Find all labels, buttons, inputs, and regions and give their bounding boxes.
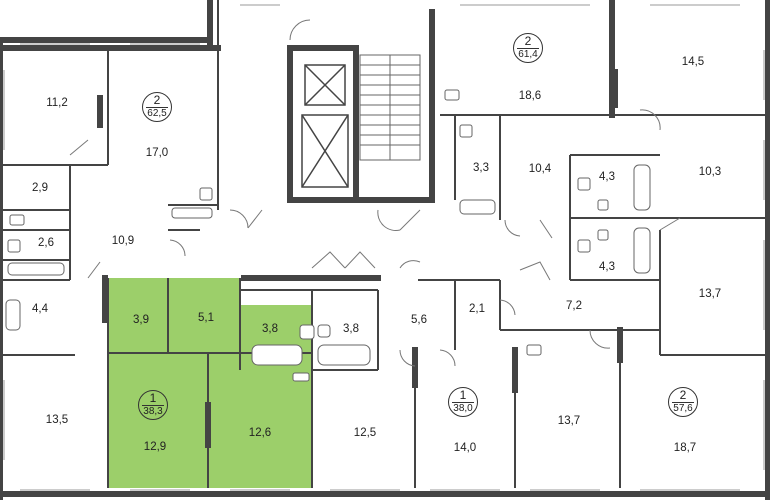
badge-divider (452, 402, 474, 403)
door-swings (69, 19, 681, 367)
bathroom-fixtures (5, 89, 651, 382)
apartment-badge-2-62[interactable]: 2 62,5 (142, 92, 172, 122)
apartment-badge-2-61[interactable]: 2 61,4 (513, 33, 543, 63)
badge-divider (146, 107, 168, 108)
apartment-total-area: 38,3 (143, 406, 163, 417)
staircase (359, 54, 421, 161)
apartment-rooms: 2 (524, 34, 532, 48)
apartment-rooms: 2 (679, 388, 687, 402)
apartment-rooms: 1 (459, 388, 467, 402)
apartment-total-area: 57,6 (673, 403, 693, 414)
apartment-badge-1-38-0[interactable]: 1 38,0 (448, 387, 478, 417)
badge-divider (672, 402, 694, 403)
badge-divider (517, 48, 539, 49)
apartment-total-area: 61,4 (518, 49, 538, 60)
badge-divider (142, 405, 164, 406)
selected-apartment-fill[interactable] (108, 278, 312, 488)
apartment-badge-2-57[interactable]: 2 57,6 (668, 387, 698, 417)
interior-partitions (2, 0, 768, 488)
apartment-rooms: 1 (149, 391, 157, 405)
windows (3, 4, 765, 491)
elevator-shafts (301, 64, 349, 188)
apartment-rooms: 2 (153, 93, 161, 107)
apartment-badge-1-38-3-selected[interactable]: 1 38,3 (138, 390, 168, 420)
apartment-total-area: 38,0 (453, 403, 473, 414)
apartment-total-area: 62,5 (147, 108, 167, 119)
